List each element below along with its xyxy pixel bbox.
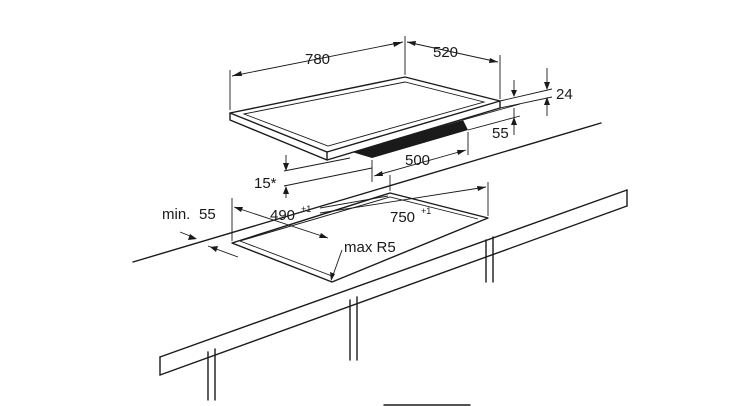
hob <box>229 76 501 161</box>
label-hob-thickness: 24 <box>556 86 573 103</box>
label-hob-depth: 520 <box>433 44 458 61</box>
label-hob-width: 780 <box>305 51 330 68</box>
worktop <box>132 122 628 376</box>
label-min-edge-prefix: min. <box>162 206 190 223</box>
dim-clearance <box>283 155 373 198</box>
label-min-edge-value: 55 <box>199 206 216 223</box>
dim-min-edge <box>179 231 239 258</box>
cabinet-legs <box>207 236 494 406</box>
hob-glass-inner <box>242 81 486 147</box>
label-clearance: 15* <box>254 175 277 192</box>
label-cutout-width-tol: +1 <box>421 206 431 216</box>
dim-cutout-width <box>319 175 489 216</box>
dim-cutout-depth <box>231 198 329 241</box>
dim-hob-thickness <box>499 68 553 116</box>
label-corner-radius: max R5 <box>344 239 396 256</box>
worktop-cutout <box>231 192 489 283</box>
dim-underside-depth <box>462 103 521 135</box>
dim-corner-radius <box>330 249 343 281</box>
hob-underside-body <box>352 120 468 158</box>
label-cutout-depth: 490 <box>270 207 295 224</box>
dim-hob-width <box>229 36 406 110</box>
label-cutout-depth-tol: +1 <box>301 204 311 214</box>
dim-underside-width <box>371 132 469 182</box>
label-underside-width: 500 <box>405 152 430 169</box>
label-underside-depth: 55 <box>492 125 509 142</box>
label-cutout-width: 750 <box>390 209 415 226</box>
hob-glass-outer <box>229 76 501 153</box>
dim-hob-depth <box>406 41 501 99</box>
